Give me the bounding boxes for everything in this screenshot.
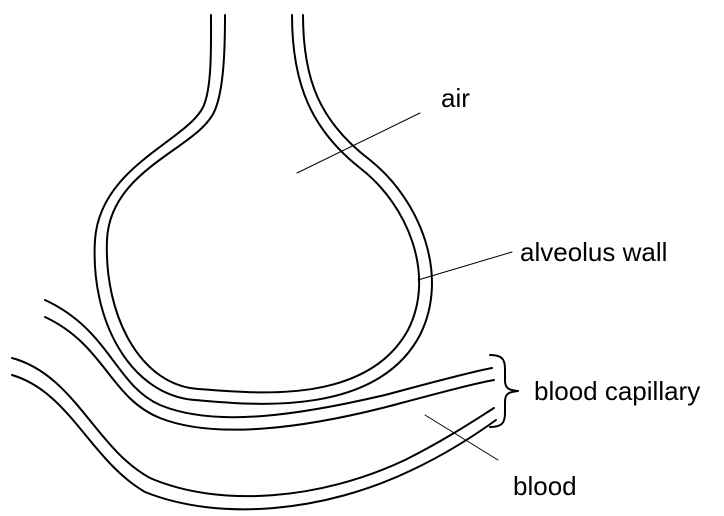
air-leader-line	[297, 113, 420, 173]
blood-capillary-label: blood capillary	[534, 376, 700, 406]
alveolus-wall-inner	[107, 15, 419, 392]
air-label: air	[441, 83, 470, 113]
blood-label: blood	[513, 471, 577, 501]
capillary-lower-wall-inner	[12, 358, 494, 496]
capillary-lower-wall-outer	[12, 375, 496, 509]
capillary-brace	[490, 355, 518, 427]
alveolus	[95, 15, 432, 404]
capillary-upper-wall-outer	[45, 300, 492, 417]
alveolus-wall-outer	[95, 15, 432, 404]
blood-leader-line	[425, 415, 498, 460]
alveolus-wall-label: alveolus wall	[520, 237, 667, 267]
alveolus-wall-leader-line	[418, 252, 512, 280]
